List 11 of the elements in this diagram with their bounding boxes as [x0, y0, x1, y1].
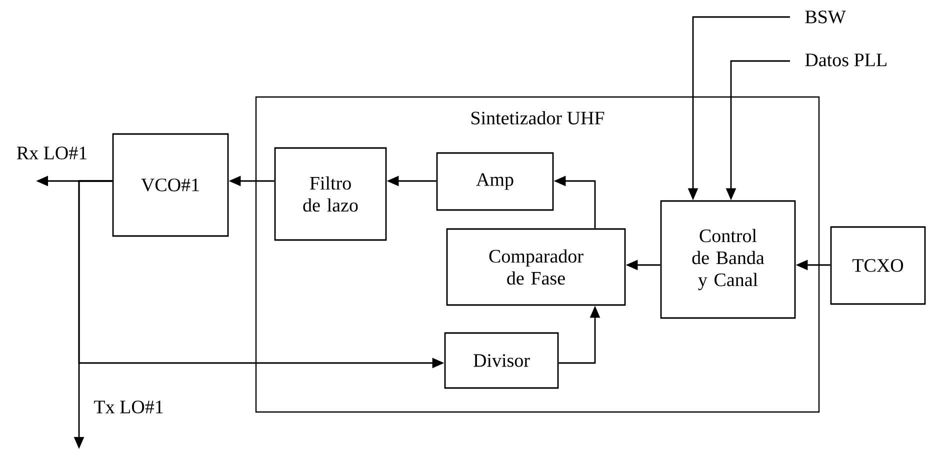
block-box: VCO#1: [112, 133, 229, 237]
block-box: Control de Banda y Canal: [660, 200, 796, 319]
block-box: Filtro de lazo: [274, 147, 387, 241]
signal-label: Tx LO#1: [94, 400, 163, 414]
block-box: Comparador de Fase: [446, 228, 626, 306]
signal-label: Datos PLL: [805, 54, 886, 66]
signal-label: Rx LO#1: [16, 146, 86, 160]
block-box: TCXO: [830, 226, 926, 305]
block-box: Amp: [436, 152, 554, 211]
signal-label: BSW: [805, 10, 846, 24]
block-box: Divisor: [444, 332, 559, 389]
